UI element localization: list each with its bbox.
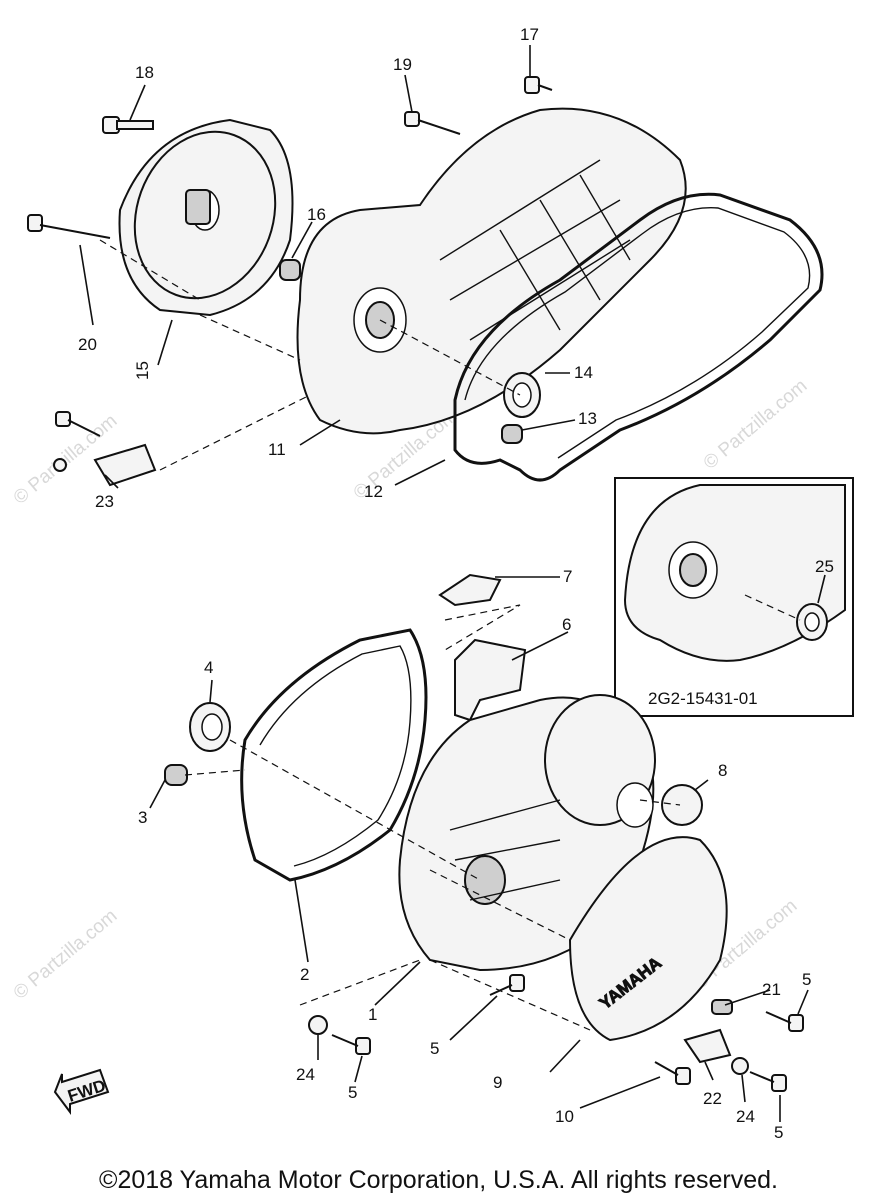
inset-part-number: 2G2-15431-01 [648, 689, 758, 708]
part-12-gasket [453, 192, 824, 482]
bolt-18 [102, 116, 154, 134]
callout-4: 4 [204, 658, 213, 677]
bolt-19 [404, 111, 461, 135]
callout-numbers: 1 2 3 4 5 5 5 5 5 6 7 8 9 10 11 12 13 14… [78, 25, 834, 1142]
part-7-plate [438, 573, 502, 607]
part-2-gasket [240, 628, 428, 882]
alignment-lines-upper [99, 239, 521, 471]
callout-3: 3 [138, 808, 147, 827]
callout-6: 6 [562, 615, 571, 634]
part-4-oil-seal [189, 702, 231, 752]
part-6-bracket [454, 638, 527, 722]
callout-17: 17 [520, 25, 539, 44]
callout-5-right-upper: 5 [802, 970, 811, 989]
callout-1: 1 [368, 1005, 377, 1024]
callout-5-right-lower: 5 [774, 1123, 783, 1142]
callout-10: 10 [555, 1107, 574, 1126]
bolt-5-right-lower [749, 1071, 787, 1092]
callout-13: 13 [578, 409, 597, 428]
callout-18: 18 [135, 63, 154, 82]
callout-8: 8 [718, 761, 727, 780]
fasteners-lower [308, 974, 804, 1092]
part-1-crankcase-cover [398, 694, 656, 972]
part-13-dowel [501, 424, 523, 444]
callout-12: 12 [364, 482, 383, 501]
leader-lines [79, 45, 826, 1122]
callout-21: 21 [762, 980, 781, 999]
callout-23: 23 [95, 492, 114, 511]
bushing-16 [279, 259, 301, 281]
part-8-cap [661, 784, 703, 826]
alignment-lines-lower [184, 604, 681, 1031]
watermark-left-bottom: © Partzilla.com [10, 905, 122, 1003]
inset-box: 2G2-15431-01 [614, 477, 854, 717]
part-3-dowel [164, 764, 188, 786]
bolt-5-center [489, 974, 525, 996]
washer-24-left [308, 1015, 328, 1035]
callout-9: 9 [493, 1073, 502, 1092]
bolt-20 [27, 214, 111, 239]
callout-16: 16 [307, 205, 326, 224]
bolt-5-right-upper [765, 1011, 804, 1032]
callout-2: 2 [300, 965, 309, 984]
copyright-notice: ©2018 Yamaha Motor Corporation, U.S.A. A… [99, 1166, 778, 1194]
callout-22: 22 [703, 1089, 722, 1108]
callout-24-right: 24 [736, 1107, 755, 1126]
part-21 [711, 999, 733, 1015]
callout-11: 11 [268, 440, 286, 459]
washer-24-right [731, 1057, 749, 1075]
callout-20: 20 [78, 335, 97, 354]
bolt-5-left [331, 1034, 371, 1055]
bolt-10 [654, 1061, 691, 1085]
callout-19: 19 [393, 55, 412, 74]
callout-5-center: 5 [430, 1039, 439, 1058]
part-14-oil-seal [503, 372, 541, 418]
callout-7: 7 [563, 567, 572, 586]
watermark-right-top: © Partzilla.com [700, 375, 812, 473]
part-15-cover [118, 118, 294, 317]
callout-24-left: 24 [296, 1065, 315, 1084]
part-11-crankcase-cover [296, 107, 687, 435]
fwd-arrow: FWD [53, 1068, 110, 1115]
part-22-bracket [683, 1028, 732, 1064]
part-9-yamaha-cover: YAMAHA [568, 836, 728, 1042]
callout-25: 25 [815, 557, 834, 576]
bolt-17 [524, 76, 553, 94]
exploded-parts-diagram: © Partzilla.com © Partzilla.com © Partzi… [10, 25, 854, 1142]
callout-5-left: 5 [348, 1083, 357, 1102]
callout-14: 14 [574, 363, 593, 382]
callout-15: 15 [133, 361, 152, 380]
part-23-bracket [53, 411, 157, 487]
